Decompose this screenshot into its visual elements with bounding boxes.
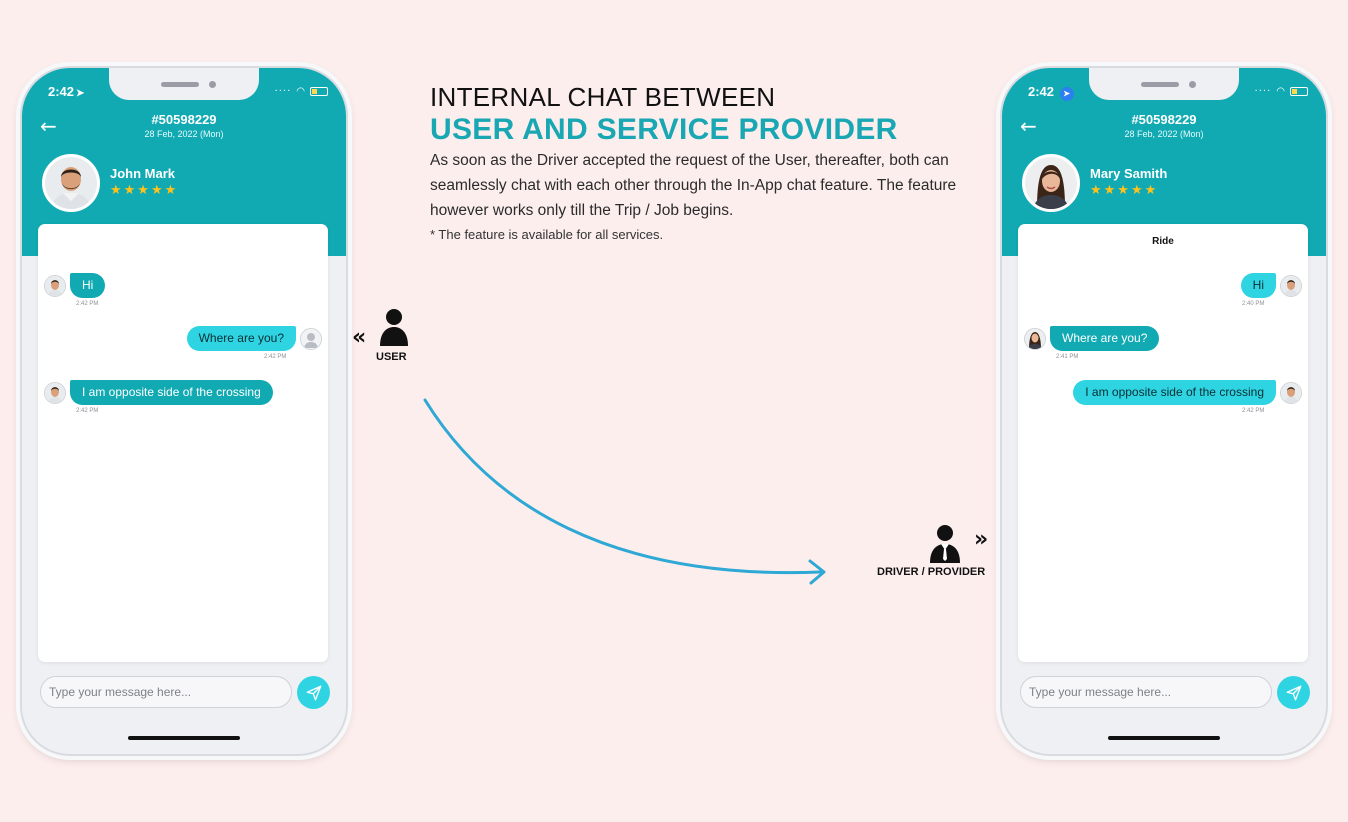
chat-panel: Ride Hi 2:40 PM Where are you? 2:41 PM I… [1018,224,1308,662]
chat-message: I am opposite side of the crossing [44,380,273,405]
chat-message: Hi [44,273,106,298]
send-button[interactable] [1277,676,1310,709]
feature-description: As soon as the Driver accepted the reque… [430,152,957,219]
status-icons: ···· ◠ [1255,86,1308,97]
chat-title: Ride [1152,236,1174,247]
female-avatar-icon [1025,157,1077,209]
trip-id: #50598229 [151,112,217,127]
message-time: 2:42 PM [76,301,99,307]
status-time: 2:42➤ [48,84,85,99]
speaker-icon [161,82,199,87]
default-user-icon [300,327,322,350]
female-avatar-icon [1024,327,1046,350]
male-avatar-icon [44,381,66,404]
driver-phone: 2:42 ➤ ···· ◠ ← #50598229 28 Feb, 2022 (… [1000,66,1328,756]
signal-icon: ···· [1254,85,1272,97]
message-input[interactable] [1020,676,1272,708]
user-phone: 2:42➤ ···· ◠ ← #50598229 28 Feb, 2022 (M… [20,66,348,756]
location-arrow-icon: ➤ [76,88,85,99]
profile-avatar-female [1022,154,1080,212]
trip-date: 28 Feb, 2022 (Mon) [1124,129,1204,139]
message-time: 2:42 PM [264,354,287,360]
feature-footnote: * The feature is available for all servi… [430,227,664,242]
profile-avatar-male [42,154,100,212]
wifi-icon: ◠ [1276,86,1285,97]
trip-date: 28 Feb, 2022 (Mon) [144,129,224,139]
message-time: 2:40 PM [1242,301,1265,307]
send-icon [1286,685,1301,700]
chat-message: Where are you? [1024,326,1160,351]
status-time: 2:42 ➤ [1028,84,1074,101]
chat-message: I am opposite side of the crossing [1073,380,1302,405]
curved-arrow-icon [423,398,826,585]
camera-icon [1189,81,1196,88]
message-bubble: I am opposite side of the crossing [1073,380,1276,405]
battery-icon [1290,87,1308,96]
chat-message: Where are you? [186,326,322,351]
speaker-icon [1141,82,1179,87]
message-bubble: I am opposite side of the crossing [70,380,273,405]
message-time: 2:42 PM [76,408,99,414]
star-rating: ★★★★★ [1090,183,1159,198]
status-icons: ···· ◠ [275,86,328,97]
trip-id: #50598229 [1131,112,1197,127]
chat-message: Hi [1240,273,1302,298]
wifi-icon: ◠ [296,86,305,97]
male-avatar-icon [45,157,97,209]
message-bubble: Where are you? [186,326,296,351]
phone-notch [1089,68,1239,100]
message-time: 2:42 PM [1242,408,1265,414]
back-arrow-icon[interactable]: ← [40,114,57,138]
profile-name: Mary Samith [1090,166,1168,181]
profile-name: John Mark [110,166,176,181]
chat-panel: Hi 2:42 PM Where are you? 2:42 PM I am o… [38,224,328,662]
headline-line-1: INTERNAL CHAT BETWEEN [430,82,776,112]
location-arrow-icon: ➤ [1059,87,1074,101]
double-chevron-right-icon: » [974,527,989,552]
message-time: 2:41 PM [1056,354,1079,360]
signal-icon: ···· [274,85,292,97]
message-input[interactable] [40,676,292,708]
home-indicator[interactable] [1108,736,1220,740]
message-bubble: Hi [70,273,106,298]
back-arrow-icon[interactable]: ← [1020,114,1037,138]
driver-label: DRIVER / PROVIDER [877,566,986,578]
send-button[interactable] [297,676,330,709]
home-indicator[interactable] [128,736,240,740]
send-icon [306,685,321,700]
driver-icon [930,525,960,563]
battery-icon [310,87,328,96]
male-avatar-icon [44,274,66,297]
message-bubble: Where are you? [1050,326,1160,351]
male-avatar-icon [1280,274,1302,297]
user-label: USER [376,351,407,363]
phone-notch [109,68,259,100]
camera-icon [209,81,216,88]
double-chevron-left-icon: « [352,325,367,350]
headline-line-2: USER AND SERVICE PROVIDER [430,113,898,146]
male-avatar-icon [1280,381,1302,404]
message-bubble: Hi [1240,273,1276,298]
user-icon [380,309,408,346]
star-rating: ★★★★★ [110,183,179,198]
